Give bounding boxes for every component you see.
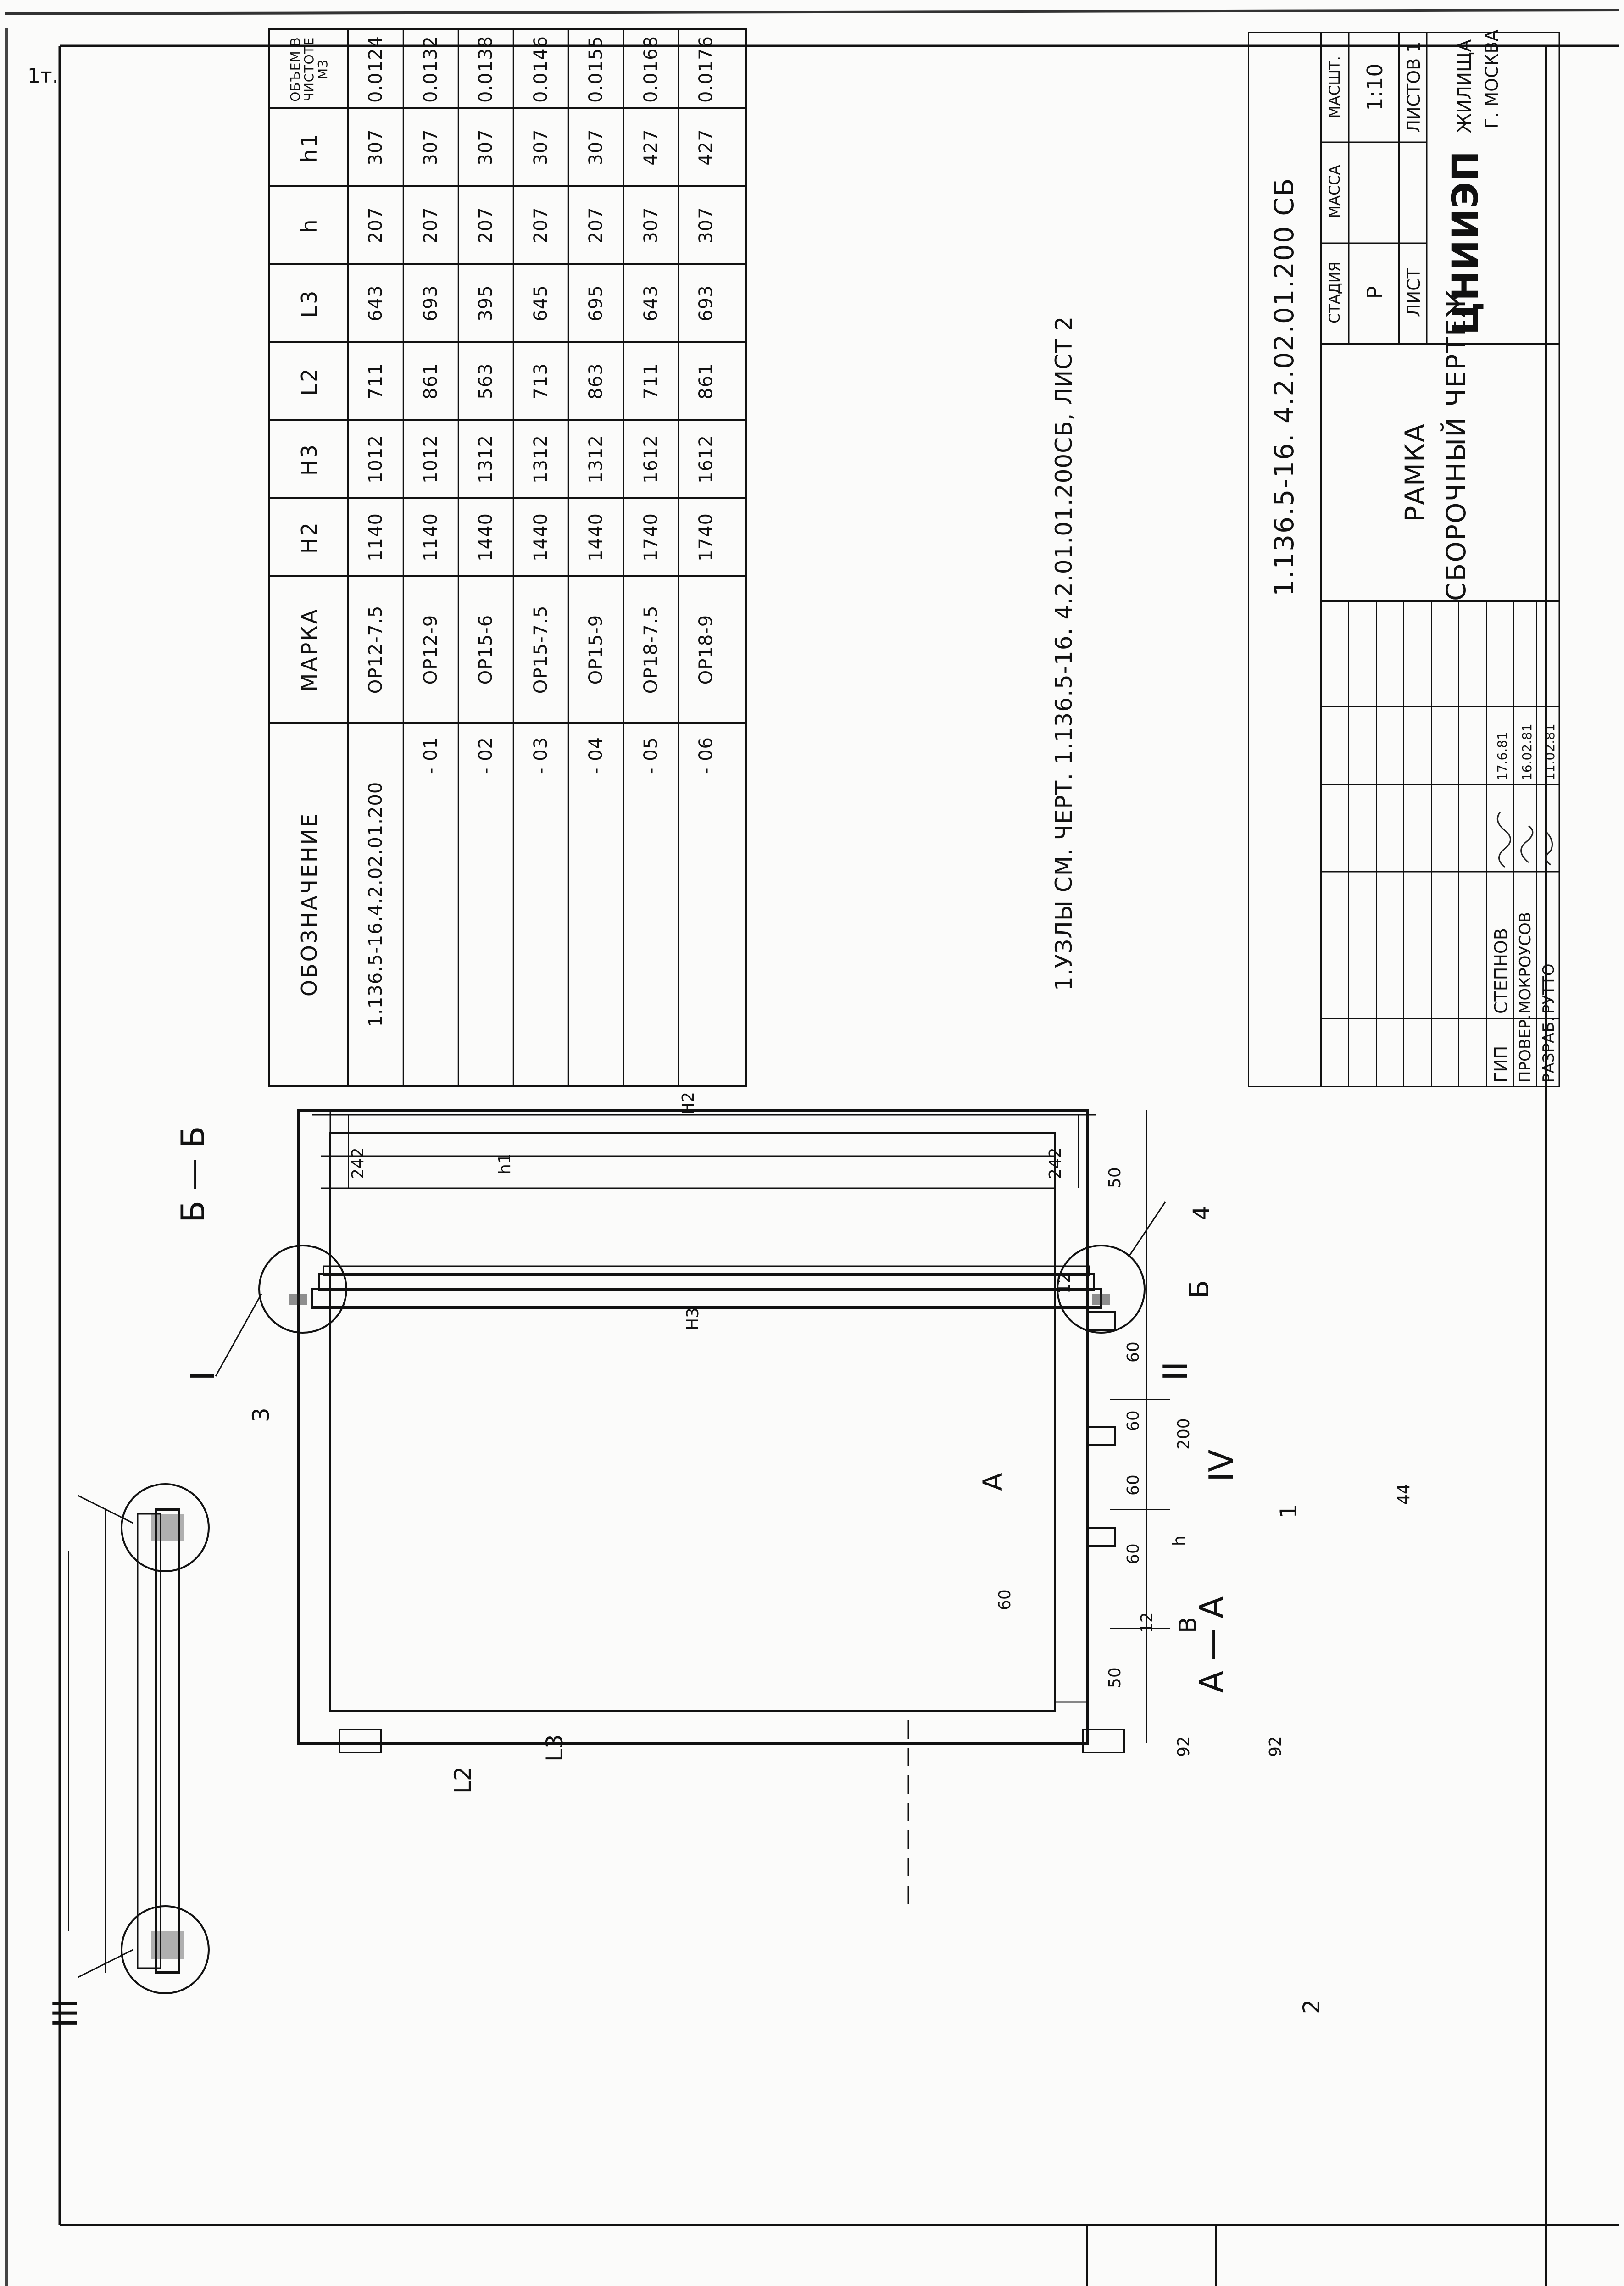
mark-v: В (1174, 1617, 1202, 1633)
corner-mark: 1т. (28, 64, 59, 88)
node-4-label: IV (1202, 1449, 1240, 1482)
dim-h3: H3 (684, 1307, 702, 1330)
mark-a: А (977, 1473, 1008, 1491)
dim-60e: 60 (996, 1589, 1014, 1610)
section-bb-label: Б — Б (174, 1126, 212, 1223)
dim-242b: 242 (1046, 1147, 1065, 1179)
dim-50b: 50 (1106, 1167, 1124, 1188)
dim-92a: 92 (1174, 1736, 1193, 1757)
dim-60c: 60 (1124, 1410, 1143, 1431)
pos-2-label: 2 (1298, 1999, 1325, 2014)
dim-92b: 92 (1266, 1736, 1285, 1757)
dim-l3: L3 (541, 1734, 568, 1762)
dim-200: 200 (1174, 1418, 1193, 1450)
dim-60b: 60 (1124, 1474, 1143, 1496)
node-3-label: III (46, 1998, 84, 2028)
drawing-views (68, 1109, 1170, 1994)
dim-12b: 12 (1055, 1273, 1074, 1294)
dim-60d: 60 (1124, 1341, 1143, 1363)
mark-b: Б (1184, 1280, 1215, 1298)
dim-h2: H2 (679, 1092, 698, 1115)
dim-242a: 242 (349, 1147, 367, 1179)
spec-table: ОБОЗНАЧЕНИЕ МАРКА H2 H3 L2 L3 h h1 ОБЪЕМ… (268, 28, 747, 1087)
pos-1-label: 1 (1275, 1504, 1302, 1518)
dim-h: h (1170, 1535, 1189, 1546)
title-block: 1.136.5-16. 4.2.02.01.200 СБ РАМКА СБОРО… (1248, 29, 1560, 1087)
rotated-content: ОБОЗНАЧЕНИЕ МАРКА H2 H3 L2 L3 h h1 ОБЪЕМ… (46, 28, 1560, 2028)
dim-50a: 50 (1106, 1667, 1124, 1688)
section-aa-label: А — А (1193, 1596, 1230, 1693)
dim-44: 44 (1395, 1484, 1413, 1505)
signatures (1496, 812, 1553, 868)
dim-60a: 60 (1124, 1543, 1143, 1564)
node-1-label: I (184, 1371, 222, 1381)
dim-12a: 12 (1138, 1612, 1157, 1633)
dim-l2: L2 (450, 1766, 476, 1794)
pos-3-label: 3 (248, 1407, 274, 1422)
pos-4-label: 4 (1188, 1206, 1215, 1220)
node-2-label: II (1156, 1361, 1195, 1381)
dim-h1: h1 (495, 1153, 514, 1174)
